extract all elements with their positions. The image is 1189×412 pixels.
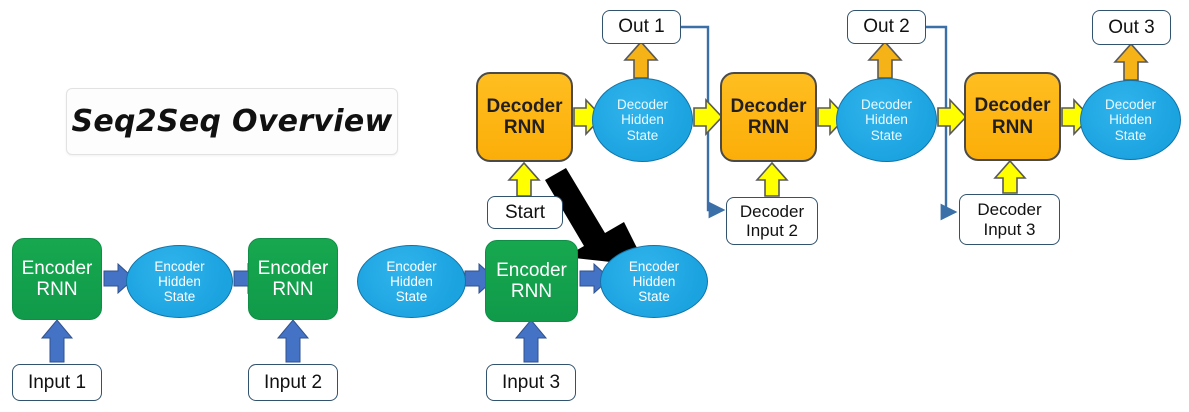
encoder-input-2-label: Input 2 (263, 371, 323, 393)
encoder-rnn-1[interactable]: Encoder RNN (12, 238, 102, 320)
decoder-output-1[interactable]: Out 1 (602, 10, 681, 44)
encoder-rnn-1-line1: Encoder (21, 257, 93, 279)
decoder-input-2-line2: Input 2 (745, 221, 798, 240)
encoder-rnn-2[interactable]: Encoder RNN (248, 238, 338, 320)
decoder-output-2-label: Out 2 (863, 16, 910, 38)
decoder-input-2[interactable]: Decoder Input 2 (726, 197, 818, 245)
encoder-hidden-state-2-line2: Hidden (390, 273, 433, 289)
decoder-output-3-label: Out 3 (1108, 16, 1155, 38)
encoder-rnn-1-line2: RNN (36, 279, 78, 300)
decoder-rnn-2-line2: RNN (747, 117, 790, 138)
encoder-hidden-state-3-line1: Encoder (628, 258, 680, 274)
encoder-input-3[interactable]: Input 3 (486, 364, 576, 401)
decoder-rnn-1[interactable]: Decoder RNN (476, 72, 573, 162)
decoder-hidden-state-3-line2: Hidden (1109, 112, 1152, 128)
decoder-input-3-line2: Input 3 (983, 219, 1036, 239)
decoder-hidden-state-3-line3: State (1114, 127, 1147, 143)
decoder-hidden-state-1-line3: State (626, 127, 659, 143)
page-title: Seq2Seq Overview (66, 88, 398, 155)
encoder-rnn-2-line2: RNN (272, 279, 314, 300)
encoder-input-3-label: Input 3 (501, 371, 561, 393)
decoder-output-2[interactable]: Out 2 (847, 10, 926, 44)
decoder-hidden-state-1: Decoder Hidden State (592, 78, 693, 162)
encoder-rnn-3-line1: Encoder (496, 259, 567, 281)
encoder-hidden-state-2-line3: State (395, 289, 428, 305)
encoder-input-2[interactable]: Input 2 (248, 364, 338, 401)
decoder-output-1-label: Out 1 (618, 16, 665, 38)
encoder-input-arrows (40, 319, 548, 363)
decoder-hidden-state-1-line1: Decoder (616, 97, 669, 113)
decoder-rnn-1-line2: RNN (503, 117, 546, 138)
decoder-hidden-state-2-line1: Decoder (860, 97, 913, 113)
encoder-hidden-state-1-line2: Hidden (158, 273, 201, 289)
encoder-hidden-state-3: Encoder Hidden State (600, 245, 708, 318)
decoder-rnn-2[interactable]: Decoder RNN (720, 72, 817, 162)
encoder-rnn-2-line1: Encoder (257, 257, 329, 279)
encoder-hidden-state-2: Encoder Hidden State (357, 245, 466, 318)
encoder-hidden-state-1-line1: Encoder (154, 258, 205, 274)
encoder-hidden-state-2-line1: Encoder (386, 258, 437, 274)
encoder-hidden-state-1: Encoder Hidden State (126, 245, 233, 318)
decoder-hidden-state-2: Decoder Hidden State (836, 78, 937, 162)
decoder-start-token[interactable]: Start (487, 196, 563, 229)
decoder-hidden-state-1-line2: Hidden (621, 112, 664, 128)
decoder-start-token-label: Start (504, 201, 546, 223)
encoder-input-1-label: Input 1 (27, 371, 87, 393)
decoder-hidden-state-3-line1: Decoder (1104, 97, 1157, 113)
decoder-hidden-state-3: Decoder Hidden State (1080, 80, 1181, 160)
decoder-hidden-state-2-line3: State (870, 127, 903, 143)
encoder-hidden-state-3-line3: State (638, 289, 670, 305)
output-arrows (623, 40, 1149, 81)
decoder-rnn-2-line1: Decoder (730, 95, 807, 117)
page-title-text: Seq2Seq Overview (71, 104, 393, 139)
decoder-input-3-line1: Decoder (977, 200, 1042, 220)
decoder-rnn-3-line1: Decoder (974, 95, 1051, 117)
decoder-input-arrows (507, 159, 1027, 197)
encoder-hidden-state-3-line2: Hidden (632, 273, 676, 289)
decoder-input-3[interactable]: Decoder Input 3 (959, 194, 1060, 245)
decoder-input-2-line1: Decoder (739, 201, 805, 221)
encoder-input-1[interactable]: Input 1 (12, 364, 102, 401)
encoder-rnn-3-line2: RNN (510, 281, 553, 302)
encoder-hidden-state-1-line3: State (163, 289, 196, 305)
decoder-rnn-3[interactable]: Decoder RNN (964, 72, 1061, 161)
decoder-rnn-1-line1: Decoder (486, 95, 563, 117)
decoder-rnn-3-line2: RNN (991, 116, 1034, 138)
encoder-rnn-3[interactable]: Encoder RNN (485, 240, 578, 322)
decoder-hidden-state-2-line2: Hidden (865, 112, 908, 128)
decoder-output-3[interactable]: Out 3 (1092, 10, 1171, 45)
